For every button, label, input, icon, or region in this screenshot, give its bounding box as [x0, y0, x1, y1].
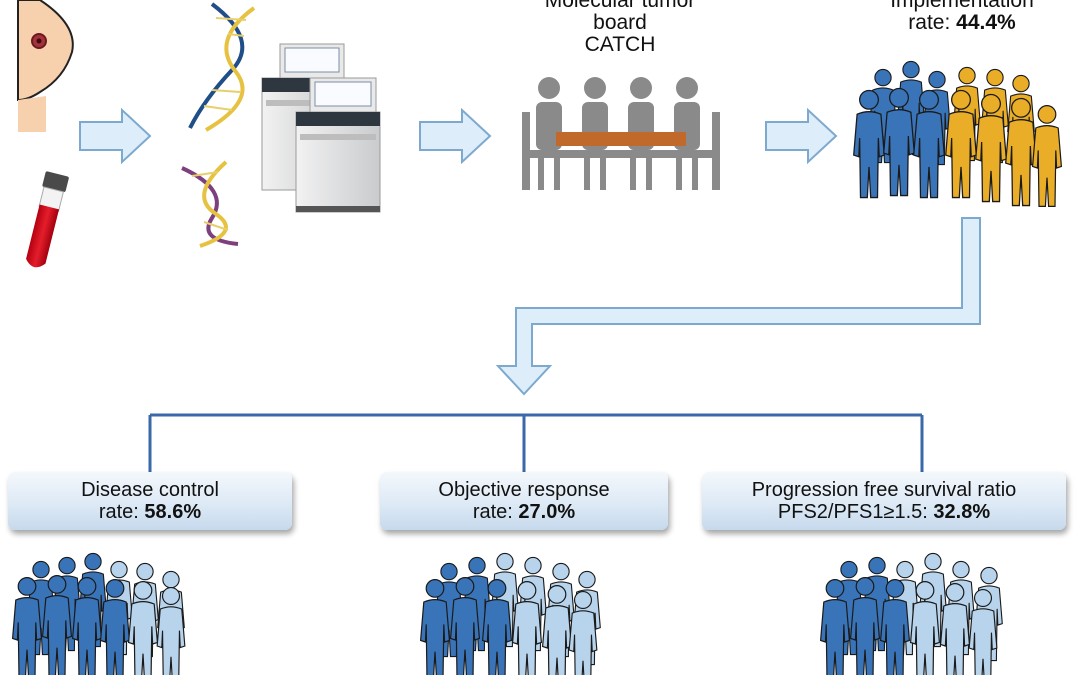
dna-icon [181, 2, 256, 248]
implementation-value: 44.4% [956, 11, 1016, 34]
mtb-line2: board [593, 11, 647, 34]
outcome-connector [148, 413, 924, 472]
implementation-people-group [853, 60, 1063, 208]
disease-control-value: 58.6% [144, 501, 202, 523]
mtb-label: Molecular tumor board CATCH [520, 0, 720, 56]
pfs-ratio-value: 32.8% [933, 501, 991, 523]
implementation-prefix: rate: [908, 11, 957, 34]
disease-control-box: Disease control rate: 58.6% [8, 472, 292, 530]
objective-response-prefix: rate: [472, 501, 519, 523]
implementation-label: Implementation rate: 44.4% [862, 0, 1062, 34]
bent-arrow [495, 217, 981, 396]
disease-control-line2: rate: 58.6% [8, 501, 292, 523]
mtb-line1: Molecular tumor [544, 0, 696, 12]
disease-control-people-group [11, 552, 186, 675]
objective-response-line2: rate: 27.0% [380, 501, 668, 523]
mtb-line3: CATCH [584, 33, 656, 56]
disease-control-prefix: rate: [98, 501, 145, 523]
flow-arrow-3 [765, 107, 838, 165]
pfs-ratio-line2: PFS2/PFS1≥1.5: 32.8% [702, 501, 1066, 523]
objective-response-box: Objective response rate: 27.0% [380, 472, 668, 530]
flow-arrow-2 [419, 107, 492, 165]
disease-control-line1: Disease control [81, 479, 219, 501]
implementation-line2: rate: 44.4% [862, 12, 1062, 34]
breast-icon [17, 0, 74, 132]
meeting-table-icon [522, 77, 720, 190]
pfs-ratio-prefix: PFS2/PFS1≥1.5: [777, 501, 934, 523]
implementation-line1: Implementation [890, 0, 1034, 12]
pfs-ratio-people-group [819, 552, 1003, 675]
flow-arrow-1 [79, 107, 152, 165]
pfs-ratio-box: Progression free survival ratio PFS2/PFS… [702, 472, 1066, 530]
pfs-ratio-line1: Progression free survival ratio [751, 479, 1017, 501]
sequencer-icon [261, 43, 381, 213]
blood-tube-icon [26, 171, 69, 268]
objective-response-value: 27.0% [518, 501, 576, 523]
objective-response-line1: Objective response [438, 479, 610, 501]
objective-response-people-group [419, 552, 601, 675]
